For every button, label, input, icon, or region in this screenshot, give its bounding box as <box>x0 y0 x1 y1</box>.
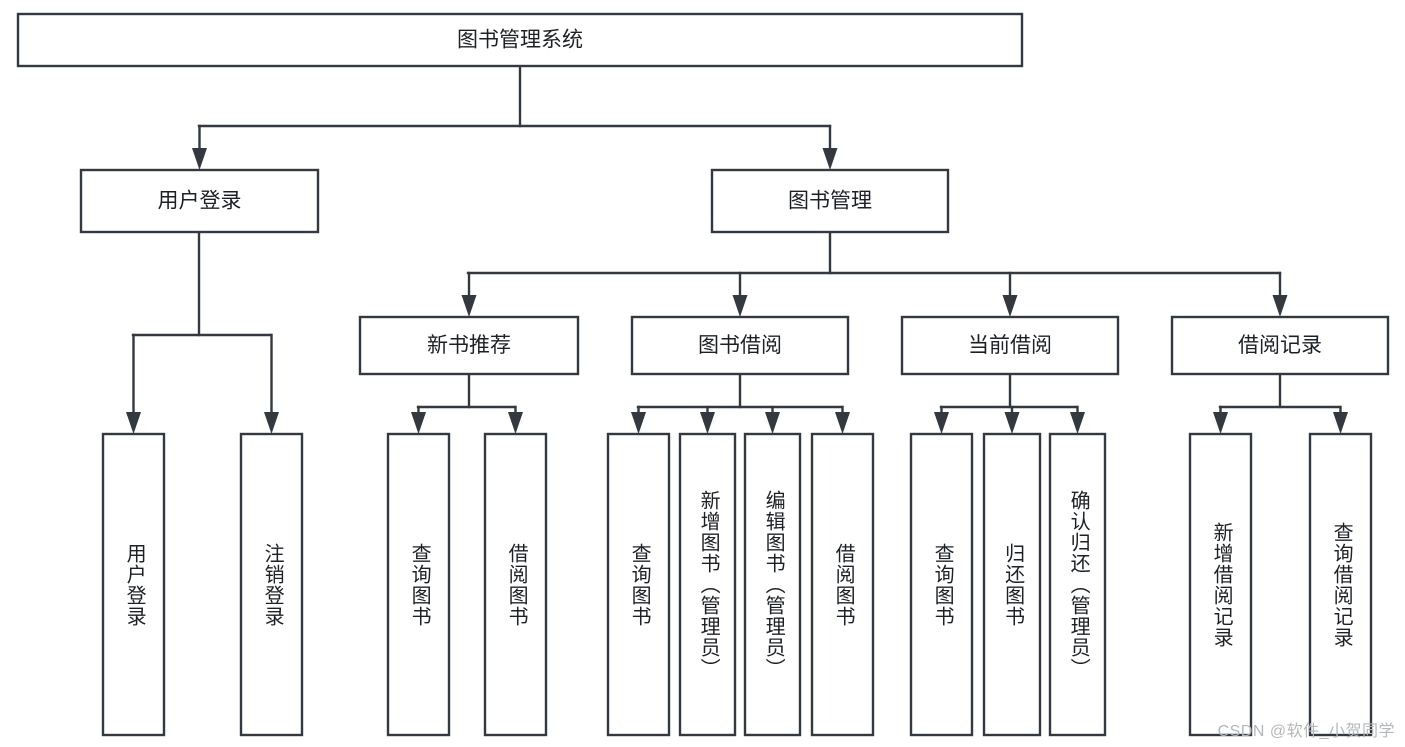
arrow-head-leaf_3 <box>508 412 523 434</box>
node-box-l3_1[interactable] <box>630 315 850 376</box>
node-box-leaf_9[interactable] <box>982 432 1042 737</box>
node-label-l3_2: 当前借阅 <box>968 334 1052 357</box>
node-box-leaf_5[interactable] <box>678 432 737 737</box>
arrow-head-leaf_6 <box>765 412 780 434</box>
node-box-leaf_10[interactable] <box>1048 432 1107 737</box>
node-box-l3_2[interactable] <box>900 315 1120 376</box>
node-box-leaf_4[interactable] <box>606 432 671 737</box>
arrow-head-l3_1 <box>732 295 748 317</box>
arrow-head-leaf_2 <box>411 412 426 434</box>
node-box-l2_1[interactable] <box>710 168 950 234</box>
node-box-leaf_0[interactable] <box>101 432 166 737</box>
arrow-head-l2_1 <box>822 148 838 170</box>
node-box-leaf_1[interactable] <box>239 432 304 737</box>
arrow-head-l3_0 <box>461 295 477 317</box>
arrow-head-l2_0 <box>192 148 207 170</box>
node-box-leaf_6[interactable] <box>743 432 802 737</box>
node-label-l2_1: 图书管理 <box>788 190 872 213</box>
node-box-root[interactable] <box>16 12 1024 68</box>
node-box-leaf_11[interactable] <box>1188 432 1253 737</box>
arrow-head-leaf_11 <box>1213 412 1228 434</box>
node-label-l2_0: 用户登录 <box>158 190 242 213</box>
node-box-leaf_8[interactable] <box>909 432 974 737</box>
arrow-head-leaf_7 <box>835 412 850 434</box>
node-box-l2_0[interactable] <box>79 168 320 234</box>
arrow-head-l3_3 <box>1272 295 1288 317</box>
arrow-head-leaf_10 <box>1070 412 1085 434</box>
node-label-l3_3: 借阅记录 <box>1238 334 1322 357</box>
node-box-l3_3[interactable] <box>1170 315 1390 376</box>
node-label-root: 图书管理系统 <box>457 29 583 52</box>
arrow-head-leaf_9 <box>1004 412 1020 434</box>
node-layer <box>16 12 1390 737</box>
arrow-head-leaf_5 <box>700 412 715 434</box>
arrow-head-leaf_1 <box>264 412 279 434</box>
node-label-l3_0: 新书推荐 <box>427 334 511 357</box>
node-box-l3_0[interactable] <box>358 315 580 376</box>
arrow-head-l3_2 <box>1002 295 1018 317</box>
node-box-leaf_2[interactable] <box>386 432 451 737</box>
arrow-head-leaf_12 <box>1333 412 1348 434</box>
connector-layer <box>126 64 1348 434</box>
node-box-leaf_7[interactable] <box>810 432 875 737</box>
arrow-head-leaf_8 <box>934 412 949 434</box>
node-box-leaf_12[interactable] <box>1308 432 1373 737</box>
arrow-head-leaf_4 <box>631 412 646 434</box>
arrow-head-leaf_0 <box>126 412 141 434</box>
node-label-l3_1: 图书借阅 <box>698 334 782 357</box>
watermark: CSDN @软件_小贺同学 <box>1217 723 1395 740</box>
node-box-leaf_3[interactable] <box>483 432 548 737</box>
